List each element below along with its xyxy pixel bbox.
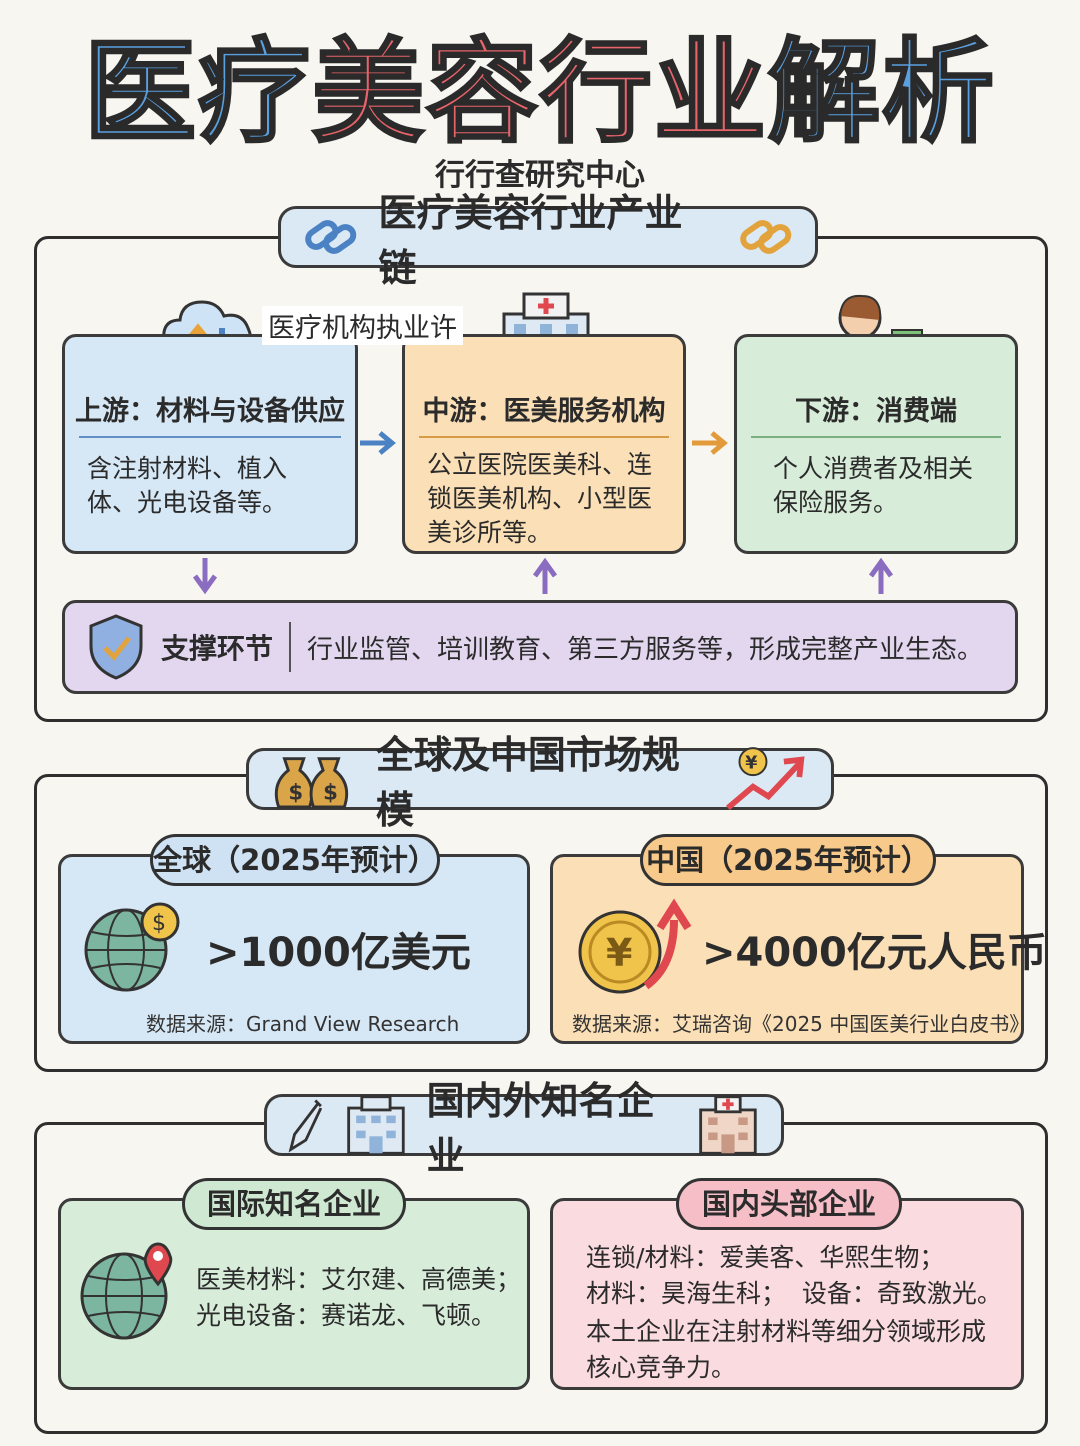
support-bar: 支撑环节 行业监管、培训教育、第三方服务等，形成完整产业生态。 <box>62 600 1018 694</box>
domestic-line-3: 本土企业在注射材料等细分领域形成核心竞争力。 <box>586 1317 987 1382</box>
support-body: 行业监管、培训教育、第三方服务等，形成完整产业生态。 <box>307 634 984 665</box>
chain-banner-text: 医疗美容行业产业链 <box>378 191 683 290</box>
global-source: 数据来源：Grand View Research <box>146 1012 460 1036</box>
market-banner: $ $ 全球及中国市场规模 ¥ <box>246 733 834 832</box>
companies-banner-text: 国内外知名企业 <box>426 1079 655 1178</box>
international-label: 国际知名企业 <box>182 1178 406 1230</box>
svg-text:$: $ <box>288 780 303 805</box>
money-bags-icon: $ $ <box>274 757 349 809</box>
companies-banner: 国内外知名企业 <box>264 1079 784 1178</box>
midstream-body: 公立医院医美科、连锁医美机构、小型医美诊所等。 <box>427 450 653 547</box>
page-subtitle: 行行查研究中心 <box>435 158 645 193</box>
svg-text:$: $ <box>152 911 166 936</box>
svg-text:¥: ¥ <box>745 753 757 773</box>
downstream-title: 下游：消费端 <box>795 396 957 427</box>
arrow-up-icon <box>868 557 894 594</box>
midstream-title: 中游：医美服务机构 <box>422 396 666 427</box>
chain-link-icon <box>305 220 357 254</box>
hospital-building-icon <box>699 1095 757 1155</box>
international-body: 医美材料：艾尔建、高德美；光电设备：赛诺龙、飞顿。 <box>196 1265 522 1330</box>
arrow-up-icon <box>532 557 558 594</box>
upstream-body: 含注射材料、植入体、光电设备等。 <box>87 454 288 517</box>
china-label: 中国（2025年预计） <box>640 834 936 886</box>
upstream-card: 上游：材料与设备供应 含注射材料、植入体、光电设备等。 <box>62 334 358 554</box>
syringe-icon <box>288 1099 323 1153</box>
yuan-coin-arrow-icon: ¥ <box>578 898 692 994</box>
arrow-down-icon <box>192 558 218 595</box>
global-label: 全球（2025年预计） <box>150 834 440 886</box>
title-part-2: 美容行业 <box>311 27 768 160</box>
market-banner-text: 全球及中国市场规模 <box>375 733 680 832</box>
title-part-1: 医疗 <box>83 27 312 160</box>
globe-dollar-icon: $ <box>84 902 180 992</box>
arrow-right-icon <box>360 431 396 455</box>
svg-text:$: $ <box>323 780 338 805</box>
globe-location-icon <box>80 1242 173 1340</box>
domestic-line-2: 材料：昊海生科； 设备：奇致激光。 <box>586 1279 1002 1308</box>
yuan-growth-icon: ¥ <box>726 747 805 811</box>
support-title: 支撑环节 <box>161 632 274 665</box>
downstream-body: 个人消费者及相关保险服务。 <box>773 454 974 517</box>
china-source: 数据来源：艾瑞咨询《2025 中国医美行业白皮书》 <box>572 1012 1030 1036</box>
domestic-label: 国内头部企业 <box>676 1178 902 1230</box>
chain-link-icon-gold <box>739 220 791 254</box>
domestic-companies-card <box>550 1198 1024 1390</box>
building-icon <box>346 1095 405 1155</box>
domestic-line-1: 连锁/材料：爱美客、华熙生物； <box>586 1243 945 1272</box>
page-title: 医疗美容行业解析 <box>0 27 1080 160</box>
midstream-card: 中游：医美服务机构 公立医院医美科、连锁医美机构、小型医美诊所等。 <box>402 334 686 554</box>
svg-text:¥: ¥ <box>606 931 632 975</box>
support-divider <box>289 622 292 672</box>
downstream-card: 下游：消费端 个人消费者及相关保险服务。 <box>734 334 1018 554</box>
chain-banner: 医疗美容行业产业链 <box>278 191 818 290</box>
floating-license-label: 医疗机构执业许 <box>262 306 463 345</box>
global-value: >1000亿美元 <box>206 930 471 976</box>
arrow-right-icon <box>692 431 728 455</box>
title-part-3: 解析 <box>767 27 996 160</box>
china-value: >4000亿元人民币 <box>702 930 1047 976</box>
upstream-title: 上游：材料与设备供应 <box>75 396 345 427</box>
shield-check-icon <box>89 614 143 680</box>
